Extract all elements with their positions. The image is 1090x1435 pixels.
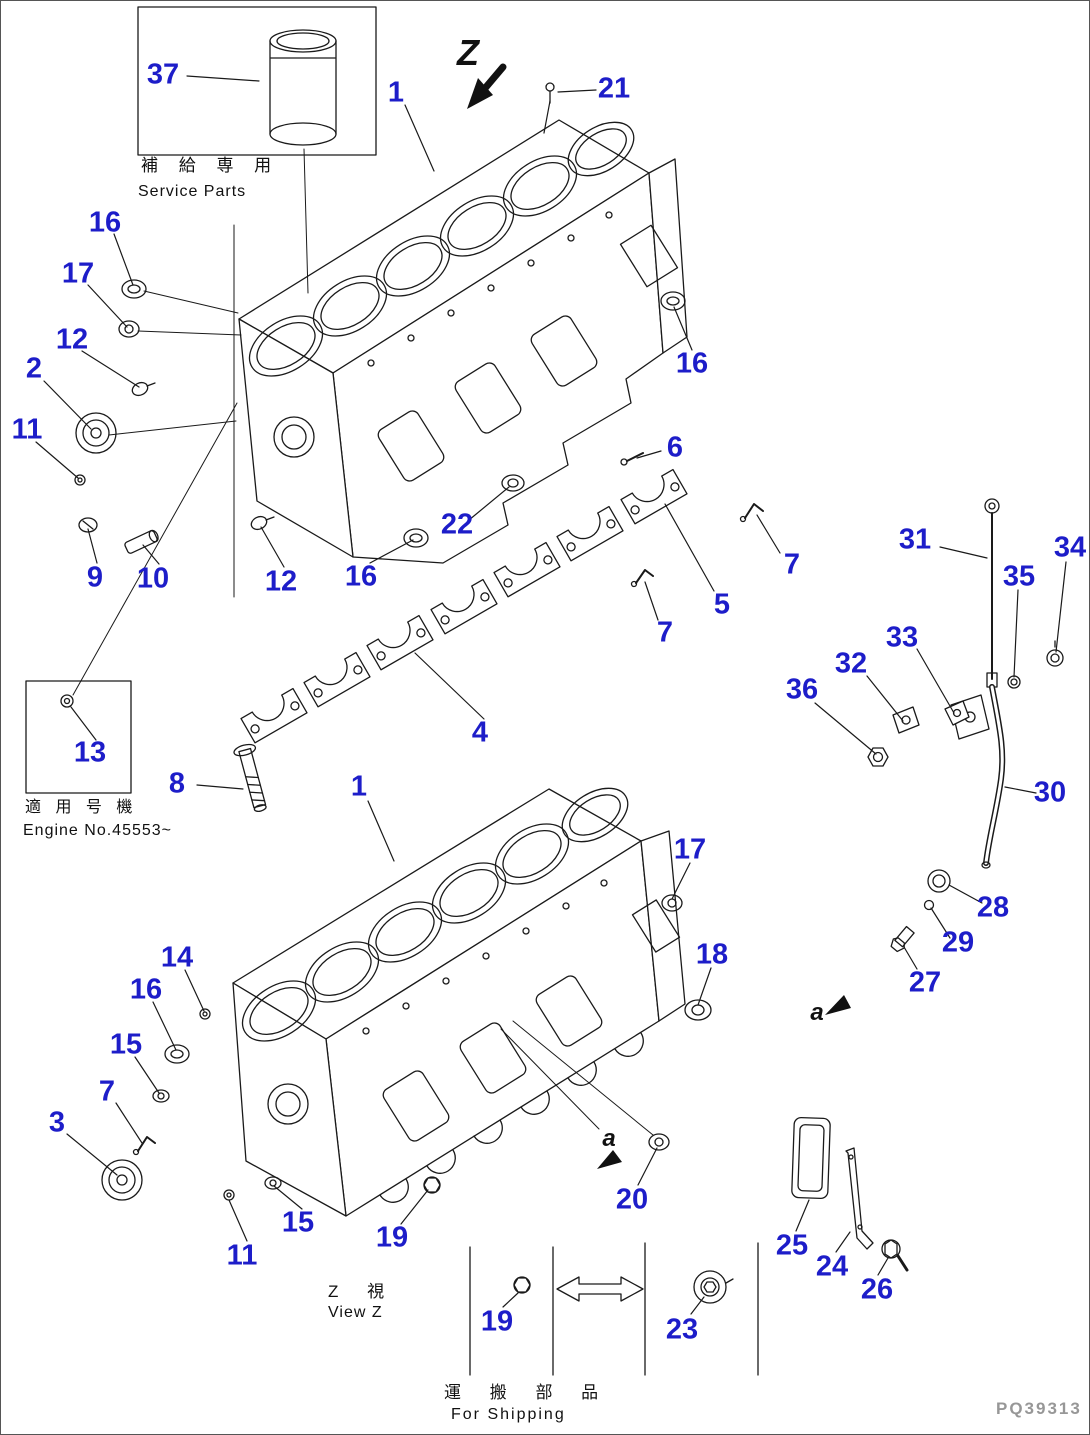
callout-16: 16 <box>129 973 163 1006</box>
part-18-plug <box>684 999 712 1021</box>
callout-1: 1 <box>350 770 368 803</box>
callout-22: 22 <box>440 508 474 541</box>
callout-28: 28 <box>976 891 1010 924</box>
shipping-label-en: For Shipping <box>451 1406 566 1423</box>
part-10-plug <box>124 529 159 554</box>
leader-lines <box>35 75 1067 1315</box>
service-parts-box <box>137 6 377 156</box>
part-16-plugs <box>121 279 686 1064</box>
callout-16: 16 <box>344 560 378 593</box>
callout-30: 30 <box>1033 776 1067 809</box>
callout-7: 7 <box>783 548 801 581</box>
callout-32: 32 <box>834 647 868 680</box>
engine-number-label-jp: 適 用 号 機 <box>25 799 138 816</box>
callout-36: 36 <box>785 673 819 706</box>
callout-34: 34 <box>1053 531 1087 564</box>
callout-15: 15 <box>281 1206 315 1239</box>
callout-17: 17 <box>673 833 707 866</box>
callout-19: 19 <box>480 1305 514 1338</box>
engine-number-box <box>25 680 132 794</box>
shipping-brackets <box>469 1242 759 1376</box>
callout-4: 4 <box>471 716 489 749</box>
callout-5: 5 <box>713 588 731 621</box>
callout-9: 9 <box>86 561 104 594</box>
part-37-cylinder-liner <box>269 29 337 146</box>
callout-12: 12 <box>55 323 89 356</box>
part-9-plug <box>78 517 98 533</box>
service-parts-label-jp: 補 給 専 用 <box>141 156 280 175</box>
engine-block-top <box>233 119 688 598</box>
callout-18: 18 <box>695 938 729 971</box>
callout-11: 11 <box>226 1239 258 1272</box>
ref-letter-a-1: a <box>810 999 824 1026</box>
part-25-cover-plate <box>791 1116 831 1200</box>
service-parts-label-en: Service Parts <box>138 183 247 200</box>
part-19-plugs <box>423 1176 531 1294</box>
ref-letter-a-2: a <box>602 1125 616 1152</box>
callout-15: 15 <box>109 1028 143 1061</box>
part-24-bracket-strip <box>845 1147 874 1250</box>
part-7-pins <box>132 503 764 1156</box>
callout-20: 20 <box>615 1183 649 1216</box>
part-23-shipping-plug <box>693 1270 734 1304</box>
callout-27: 27 <box>908 966 942 999</box>
part-20-plug <box>648 1133 670 1151</box>
callout-35: 35 <box>1002 560 1036 593</box>
view-z-caption-jp: Z 視 <box>328 1282 397 1301</box>
callout-1: 1 <box>387 76 405 109</box>
document-number: PQ39313 <box>996 1399 1082 1418</box>
callout-19: 19 <box>375 1221 409 1254</box>
view-z-arrow <box>467 63 507 109</box>
double-headed-arrow <box>556 1276 644 1302</box>
callout-14: 14 <box>160 941 194 974</box>
callout-25: 25 <box>775 1229 809 1262</box>
callout-31: 31 <box>898 523 932 556</box>
part-13-plug <box>60 694 74 708</box>
view-z-letter: Z <box>457 32 479 73</box>
callout-23: 23 <box>665 1313 699 1346</box>
part-8-bolt <box>233 743 267 812</box>
part-21-stud <box>545 82 555 104</box>
part-6-bolt <box>620 452 644 466</box>
callout-16: 16 <box>675 347 709 380</box>
callout-21: 21 <box>597 72 631 105</box>
callout-2: 2 <box>25 352 43 385</box>
callout-17: 17 <box>61 257 95 290</box>
shipping-label-jp: 運 搬 部 品 <box>444 1383 611 1402</box>
view-z-caption-en: View Z <box>328 1304 383 1321</box>
callout-7: 7 <box>656 616 674 649</box>
callout-29: 29 <box>941 926 975 959</box>
part-22-plug <box>501 474 525 492</box>
part-14-plug <box>199 1008 211 1020</box>
engine-number-label-en: Engine No.45553~ <box>23 822 172 839</box>
callout-12: 12 <box>264 565 298 598</box>
part-3-plug <box>101 1159 143 1201</box>
callout-11: 11 <box>11 413 43 446</box>
callout-33: 33 <box>885 621 919 654</box>
callout-10: 10 <box>136 562 170 595</box>
callout-37: 37 <box>146 58 180 91</box>
ref-a-arrows <box>597 995 851 1169</box>
callout-16: 16 <box>88 206 122 239</box>
part-26-bolt <box>881 1239 909 1272</box>
callout-6: 6 <box>666 431 684 464</box>
part-15-plugs <box>152 1089 282 1190</box>
callout-8: 8 <box>168 767 186 800</box>
callout-13: 13 <box>73 736 107 769</box>
callout-26: 26 <box>860 1273 894 1306</box>
part-2-plug <box>75 412 117 454</box>
callout-24: 24 <box>815 1250 849 1283</box>
callout-3: 3 <box>48 1106 66 1139</box>
callout-7: 7 <box>98 1075 116 1108</box>
dipstick-assembly <box>867 498 1064 953</box>
engine-block-bottom <box>232 787 686 1217</box>
